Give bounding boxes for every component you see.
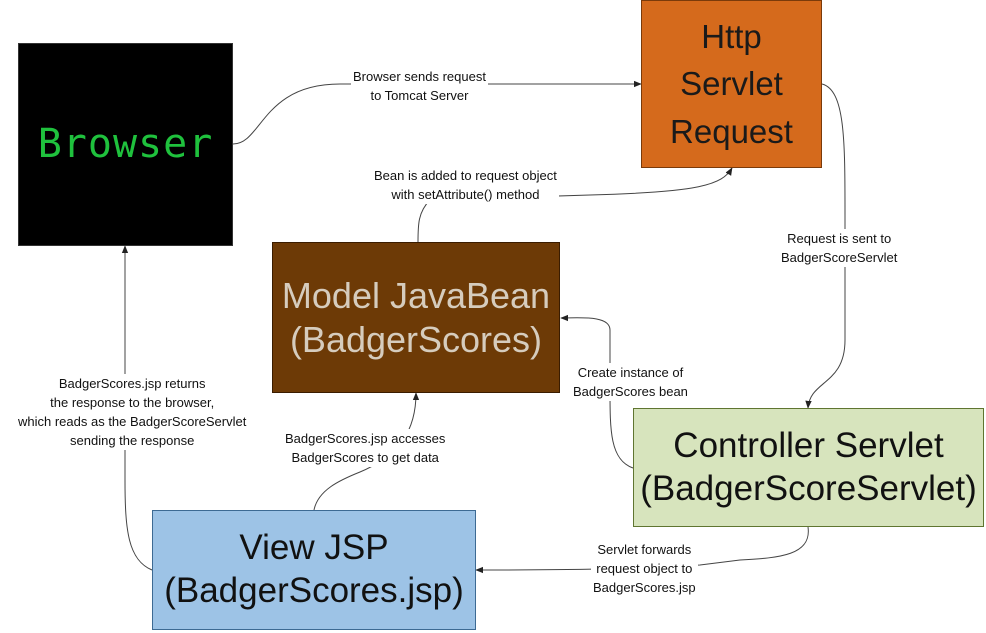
model-javabean-box: Model JavaBean (BadgerScores) (272, 242, 560, 393)
controller-line-1: Controller Servlet (673, 425, 944, 465)
label-create-instance: Create instance of BadgerScores bean (571, 363, 690, 401)
label-servlet-forwards: Servlet forwards request object to Badge… (591, 540, 698, 597)
arrow-view-to-browser (121, 245, 153, 571)
browser-box: Browser (18, 43, 233, 246)
controller-servlet-box: Controller Servlet (BadgerScoreServlet) (633, 408, 984, 527)
view-line-1: View JSP (239, 528, 389, 568)
http-request-line-1: Http (701, 18, 762, 56)
http-request-line-3: Request (670, 112, 793, 150)
arrow-request-to-controller (805, 83, 846, 409)
view-line-2: (BadgerScores.jsp) (164, 571, 464, 610)
arrow-bean-to-request (417, 167, 733, 243)
browser-label: Browser (37, 120, 214, 167)
view-jsp-box: View JSP (BadgerScores.jsp) (152, 510, 476, 630)
model-line-2: (BadgerScores) (289, 318, 543, 360)
label-jsp-returns: BadgerScores.jsp returns the response to… (16, 374, 249, 450)
label-request-sent: Request is sent to BadgerScoreServlet (779, 229, 900, 267)
http-request-line-2: Servlet (680, 65, 783, 103)
arrow-view-to-model (313, 392, 420, 511)
label-bean-added: Bean is added to request object with set… (372, 166, 559, 204)
controller-line-2: (BadgerScoreServlet) (640, 468, 977, 508)
label-browser-sends-request: Browser sends request to Tomcat Server (351, 67, 488, 105)
arrow-browser-to-request (232, 80, 642, 145)
model-line-1: Model JavaBean (281, 274, 551, 316)
label-jsp-accesses: BadgerScores.jsp accesses BadgerScores t… (283, 429, 448, 467)
http-servlet-request-box: Http Servlet Request (641, 0, 822, 168)
